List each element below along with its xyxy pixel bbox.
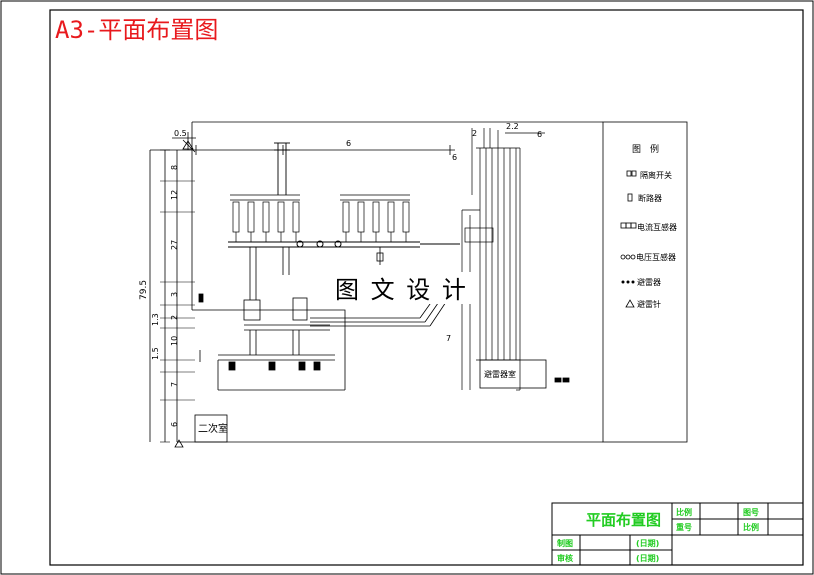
dimension-labels: 0.5 6 2 2.2 6 6 7 79.5 8 12 27 3 1.3 2 1… (139, 122, 542, 427)
legend-item-vt: 电压互感器 (620, 252, 676, 262)
svg-text:断路器: 断路器 (638, 193, 662, 203)
plan-view (149, 121, 688, 448)
svg-text:2: 2 (472, 129, 477, 138)
svg-text:10: 10 (170, 336, 179, 346)
ct-icon (620, 222, 627, 229)
svg-text:6: 6 (452, 153, 457, 162)
svg-text:7: 7 (446, 334, 451, 343)
breaker-icon (627, 193, 633, 202)
legend-item-arrester: 避雷器 (621, 277, 661, 287)
svg-text:2: 2 (170, 315, 179, 320)
legend-item-rod: 避雷针 (625, 299, 661, 309)
svg-text:1.3: 1.3 (151, 313, 160, 326)
upper-bay-left (230, 194, 300, 242)
vt-icon (620, 254, 626, 260)
svg-text:图号: 图号 (743, 508, 759, 517)
title-block-text: 平面布置图 比例 重号 图号 比例 制图 审核 (日期) (日期) (557, 507, 759, 563)
lower-bay (199, 330, 345, 391)
svg-text:0.5: 0.5 (174, 129, 187, 138)
sheet-heading: A3-平面布置图 (55, 16, 218, 44)
svg-text:(日期): (日期) (636, 553, 659, 563)
svg-text:比例: 比例 (743, 522, 759, 532)
main-busbar (228, 240, 460, 248)
svg-text:隔离开关: 隔离开关 (640, 170, 672, 180)
svg-text:电流互感器: 电流互感器 (637, 222, 677, 232)
svg-text:2.2: 2.2 (506, 122, 519, 131)
svg-text:3: 3 (170, 292, 179, 297)
legend-item-breaker: 断路器 (627, 193, 662, 203)
svg-text:79.5: 79.5 (139, 280, 149, 300)
svg-text:27: 27 (170, 240, 179, 250)
arrester-icon (621, 280, 625, 284)
svg-text:6: 6 (537, 130, 542, 139)
legend-frame (602, 121, 688, 443)
arrester-room-label: 避雷器室 (484, 369, 516, 379)
svg-text:12: 12 (170, 190, 179, 200)
rod-symbol-bottom (174, 439, 184, 448)
svg-text:比例: 比例 (676, 507, 692, 517)
svg-text:6: 6 (170, 422, 179, 427)
middle-bay (243, 289, 451, 331)
legend: 图 例 隔离开关 断路器 电流互感器 电压互感器 避雷器 (620, 143, 677, 309)
svg-text:避雷针: 避雷针 (637, 299, 661, 309)
svg-text:电压互感器: 电压互感器 (636, 252, 676, 262)
svg-text:制图: 制图 (557, 538, 573, 548)
svg-text:6: 6 (346, 139, 351, 148)
legend-item-disconnector: 隔离开关 (626, 170, 672, 180)
svg-text:审核: 审核 (557, 553, 573, 563)
svg-text:重号: 重号 (676, 522, 692, 532)
rod-symbol-top (182, 140, 194, 150)
upper-bay-right (340, 194, 410, 242)
svg-text:避雷器: 避雷器 (637, 277, 661, 287)
legend-item-ct: 电流互感器 (620, 222, 677, 232)
frame-border (49, 9, 804, 566)
arrester-room (479, 359, 547, 389)
rod-icon (625, 299, 635, 308)
svg-text:8: 8 (170, 165, 179, 170)
svg-text:(日期): (日期) (636, 538, 659, 548)
title-block (551, 502, 804, 566)
svg-text:7: 7 (170, 382, 179, 387)
disconnector-icon (626, 170, 632, 177)
svg-text:1.5: 1.5 (151, 347, 160, 360)
watermark-text: 图 文 设 计 (335, 276, 468, 304)
right-switchyard (461, 128, 545, 391)
secondary-room (194, 414, 228, 443)
secondary-room-label: 二次室 (198, 422, 228, 435)
legend-title: 图 例 (632, 143, 659, 155)
drawing-title: 平面布置图 (586, 511, 661, 529)
